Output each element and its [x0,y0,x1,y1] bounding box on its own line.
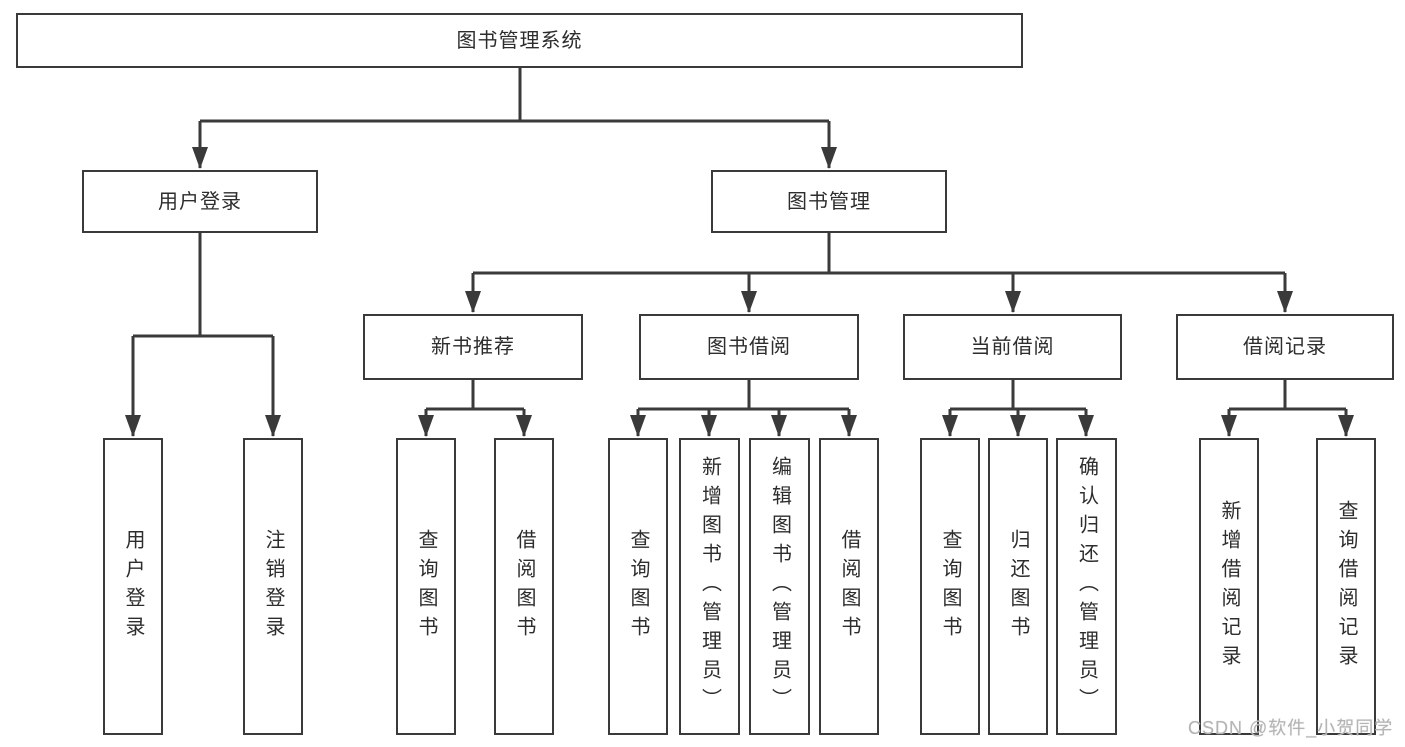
leaf-edit-books-admin: 编辑图书（管理员） [749,438,810,735]
leaf-add-books-admin: 新增图书（管理员） [679,438,740,735]
leaf-add-borrow-record: 新增借阅记录 [1199,438,1259,735]
node-borrowing-records: 借阅记录 [1176,314,1394,380]
leaf-user-login: 用户登录 [103,438,163,735]
leaf-recommend-borrow-books: 借阅图书 [494,438,554,735]
node-current-borrowing: 当前借阅 [903,314,1122,380]
node-book-borrowing: 图书借阅 [639,314,859,380]
leaf-confirm-return-admin: 确认归还（管理员） [1056,438,1117,735]
node-new-book-recommendation: 新书推荐 [363,314,583,380]
node-book-management-branch: 图书管理 [711,170,947,233]
leaf-recommend-query-books: 查询图书 [396,438,456,735]
leaf-logout: 注销登录 [243,438,303,735]
node-user-login-branch: 用户登录 [82,170,318,233]
leaf-return-books: 归还图书 [988,438,1048,735]
node-library-management-system: 图书管理系统 [16,13,1023,68]
leaf-borrow-query-books: 查询图书 [608,438,668,735]
leaf-current-query-books: 查询图书 [920,438,980,735]
leaf-query-borrow-record: 查询借阅记录 [1316,438,1376,735]
csdn-watermark: CSDN @软件_小贺同学 [1188,718,1394,738]
leaf-borrow-books: 借阅图书 [819,438,879,735]
